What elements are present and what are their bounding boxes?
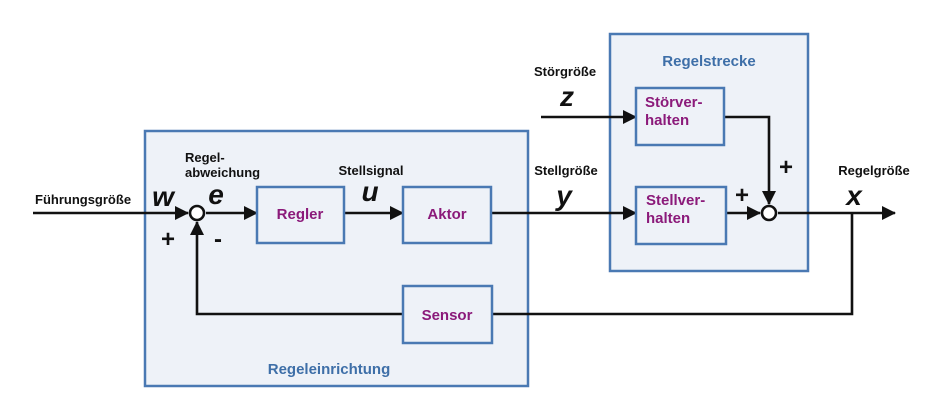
stellverhalten-block[interactable]: Stellver- halten xyxy=(634,185,728,246)
junction-error-plus-sign: + xyxy=(161,226,175,253)
sensor-feedback-wire xyxy=(190,221,403,316)
control-signal-label: Stellsignal xyxy=(338,163,403,178)
reference-symbol: w xyxy=(152,181,176,212)
junction-error-minus-sign: - xyxy=(214,226,222,253)
error-symbol: e xyxy=(208,179,224,210)
sensor-block[interactable]: Sensor xyxy=(401,284,494,345)
manipulated-variable-label: Stellgröße xyxy=(534,163,598,178)
output-symbol: x xyxy=(844,180,863,211)
junction-output-plus-sign-top: + xyxy=(779,154,793,181)
sensor-label: Sensor xyxy=(422,307,473,324)
reference-label: Führungsgröße xyxy=(35,192,131,207)
regler-block[interactable]: Regler xyxy=(255,185,346,245)
output-label: Regelgröße xyxy=(838,163,910,178)
plant-group-title: Regelstrecke xyxy=(662,53,755,70)
stoerverhalten-label-line1: Störver- xyxy=(645,94,703,111)
aktor-block[interactable]: Aktor xyxy=(401,185,493,245)
regler-label: Regler xyxy=(277,206,324,223)
stoerverhalten-output-wire xyxy=(724,115,776,205)
stellverhalten-label-line2: halten xyxy=(646,210,690,227)
summing-junction-error xyxy=(188,204,206,222)
manipulated-variable-symbol: y xyxy=(554,180,573,211)
stoerverhalten-block[interactable]: Störver- halten xyxy=(634,86,726,147)
error-label-line1: Regel- xyxy=(185,150,225,165)
summing-junction-output xyxy=(760,204,778,222)
controller-group-title: Regeleinrichtung xyxy=(268,361,391,378)
junction-output-plus-sign-left: + xyxy=(735,182,749,209)
disturbance-symbol: z xyxy=(559,81,574,112)
stellverhalten-label-line1: Stellver- xyxy=(646,192,705,209)
aktor-label: Aktor xyxy=(427,206,466,223)
feedback-branch-wire xyxy=(492,213,854,316)
stoerverhalten-label-line2: halten xyxy=(645,112,689,129)
error-label-line2: abweichung xyxy=(185,165,260,180)
control-signal-symbol: u xyxy=(361,176,378,207)
disturbance-label: Störgröße xyxy=(534,64,596,79)
